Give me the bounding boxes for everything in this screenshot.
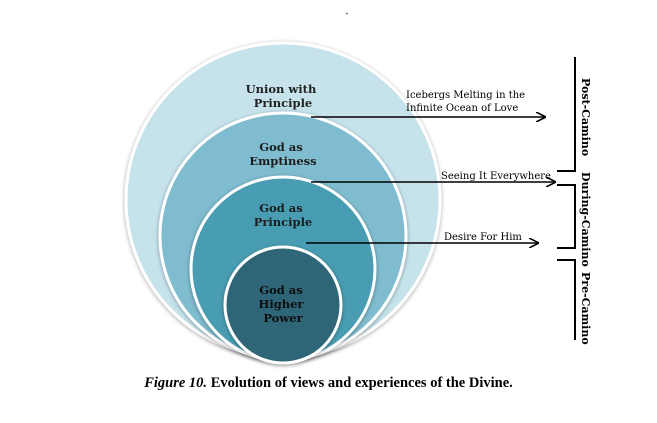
phase-label-during-camino: During-Camino	[579, 172, 592, 267]
bracket-during-camino	[557, 184, 576, 249]
label-god-as-principle: God as Principle	[254, 201, 313, 229]
stray-mark: `	[345, 10, 349, 24]
arrow-label-icebergs: Icebergs Melting in the Infinite Ocean o…	[406, 90, 528, 114]
label-god-as-higher-power: God as Higher Power	[258, 283, 307, 325]
circle-god-as-higher-power	[223, 245, 343, 365]
phase-label-post-camino: Post-Camino	[579, 78, 592, 156]
arrow-label-desire-for-him: Desire For Him	[444, 232, 522, 243]
phase-label-pre-camino: Pre-Camino	[579, 272, 592, 345]
label-union-with-principle: Union with Principle	[246, 82, 321, 110]
bracket-pre-camino	[557, 259, 576, 340]
figure-caption: Figure 10. Evolution of views and experi…	[0, 375, 657, 392]
bracket-post-camino	[557, 57, 576, 172]
caption-text: Evolution of views and experiences of th…	[210, 375, 513, 391]
arrow-label-seeing-everywhere: Seeing It Everywhere	[441, 171, 551, 182]
label-god-as-emptiness: God as Emptiness	[249, 140, 316, 168]
caption-figure-number: Figure 10.	[144, 375, 208, 391]
